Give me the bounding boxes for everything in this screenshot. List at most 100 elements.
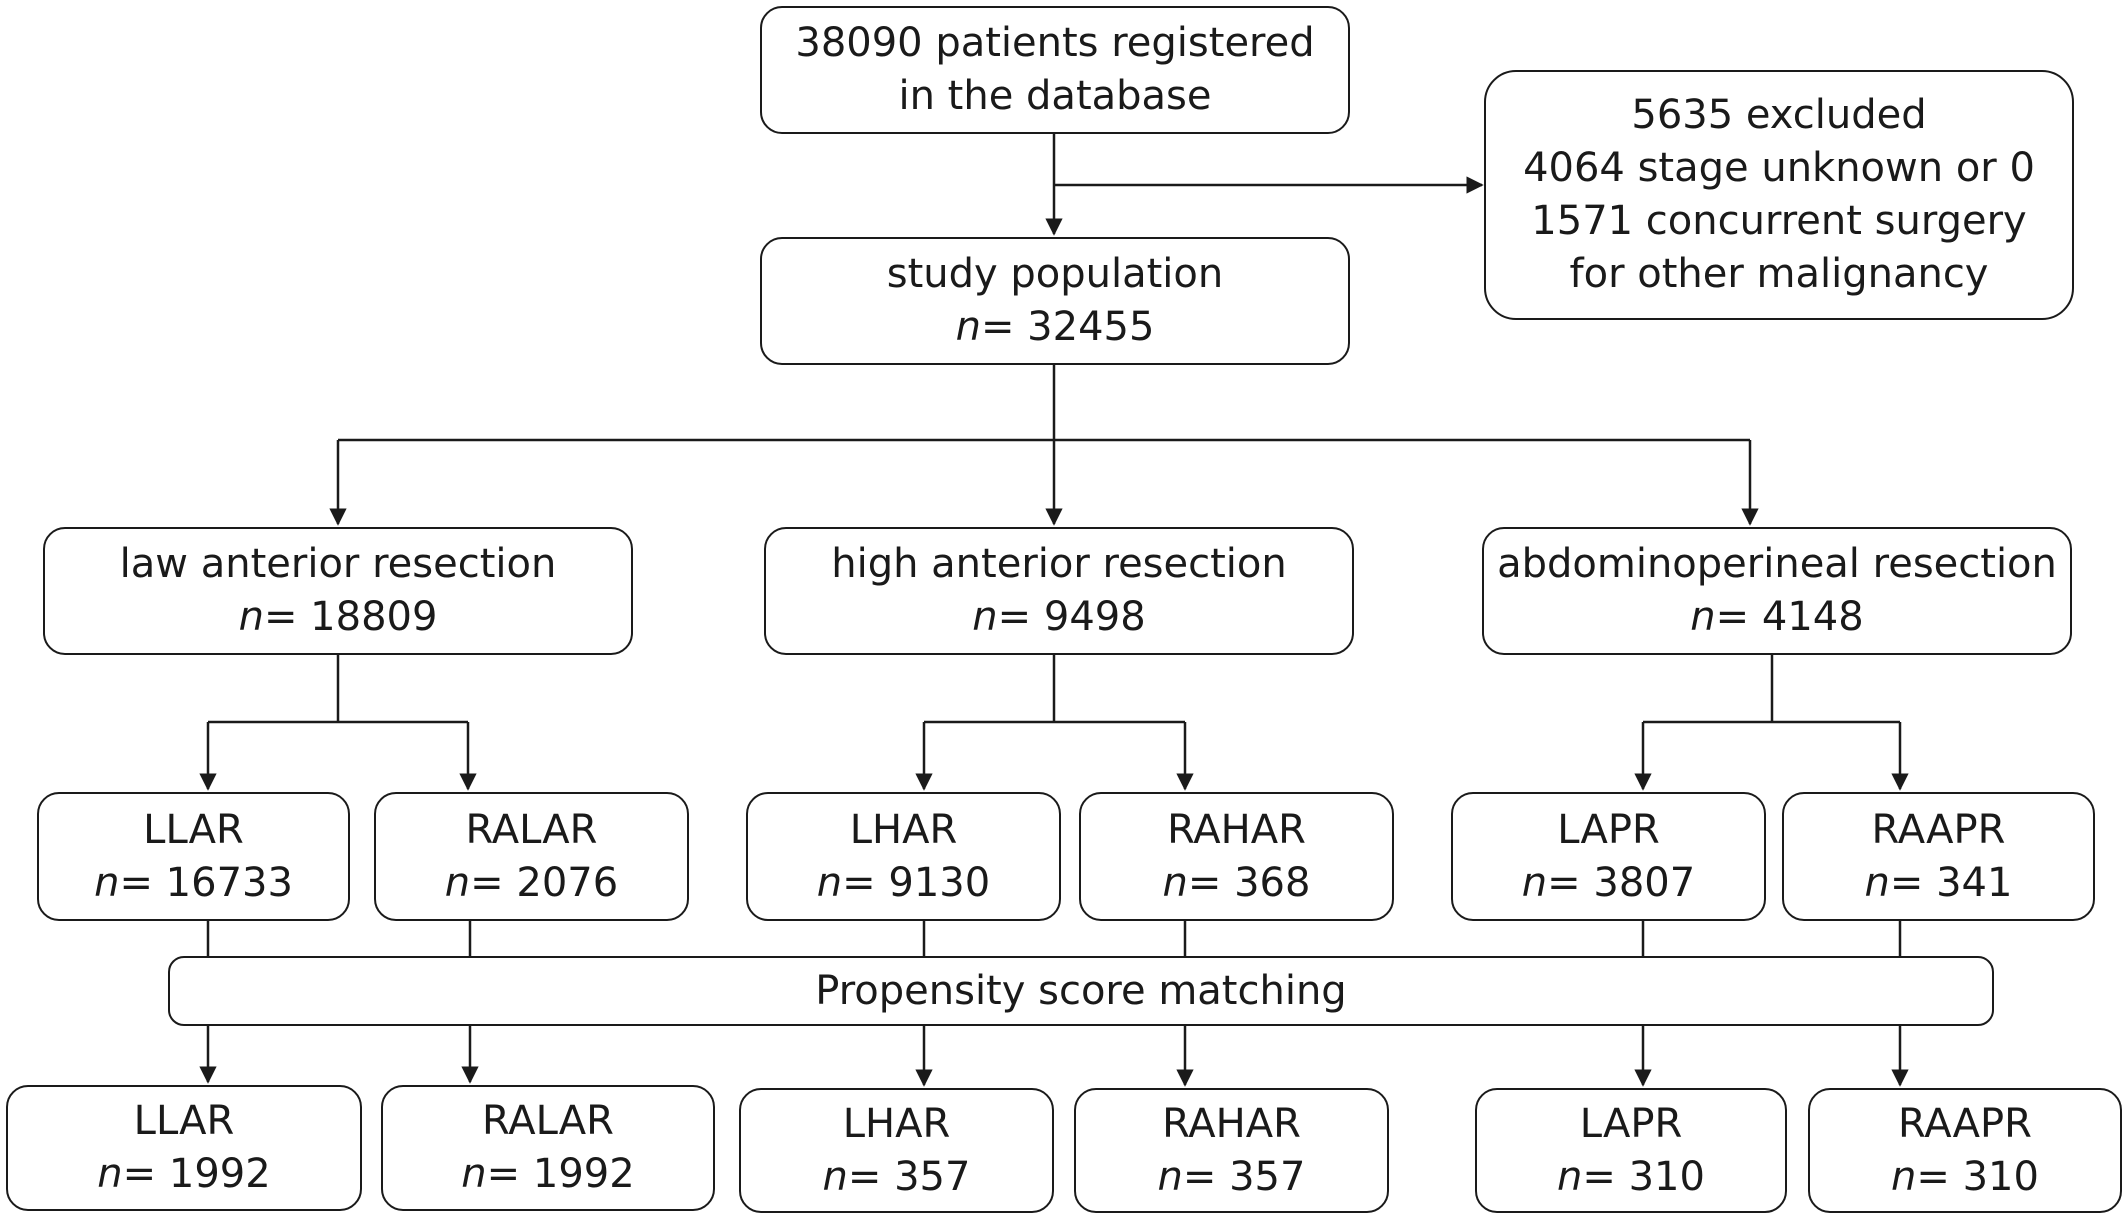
n-value: 9498: [1043, 594, 1146, 640]
n-symbol: n: [97, 1151, 123, 1197]
matched-rahar-label: RAHAR: [1162, 1100, 1301, 1147]
excluded-line4: for other malignancy: [1569, 251, 1989, 297]
ralar-box: RALAR n= 2076: [374, 792, 689, 921]
n-symbol: n: [1521, 859, 1548, 906]
apr-label: abdominoperineal resection: [1497, 541, 2057, 587]
propensity-score-matching-box: Propensity score matching: [168, 956, 1994, 1026]
matched-rahar-box: RAHAR n= 357: [1074, 1088, 1389, 1213]
matched-lhar-n: n= 357: [823, 1151, 971, 1204]
llar-label: LLAR: [143, 806, 244, 853]
matched-lapr-label: LAPR: [1579, 1100, 1683, 1147]
n-equals: =: [997, 594, 1044, 640]
registered-line2: in the database: [898, 73, 1212, 119]
n-symbol: n: [1891, 1153, 1917, 1200]
matched-lhar-box: LHAR n= 357: [739, 1088, 1054, 1213]
apr-n: n= 4148: [1690, 591, 1863, 644]
n-value: 310: [1628, 1153, 1705, 1200]
matched-ralar-box: RALAR n= 1992: [381, 1085, 715, 1211]
matched-lapr-n: n= 310: [1557, 1151, 1705, 1204]
registered-box: 38090 patients registered in the databas…: [760, 6, 1350, 134]
excluded-line3: 1571 concurrent surgery: [1531, 198, 2027, 244]
n-value: 1992: [168, 1151, 271, 1197]
lar-label: law anterior resection: [119, 541, 557, 587]
har-label: high anterior resection: [831, 541, 1287, 587]
n-symbol: n: [461, 1151, 487, 1197]
n-symbol: n: [972, 594, 998, 640]
matched-llar-box: LLAR n= 1992: [6, 1085, 362, 1211]
apr-box: abdominoperineal resection n= 4148: [1482, 527, 2072, 655]
matched-ralar-label: RALAR: [482, 1098, 614, 1144]
excluded-line2: 4064 stage unknown or 0: [1523, 145, 2035, 191]
n-equals: =: [1187, 859, 1235, 906]
n-value: 357: [894, 1153, 971, 1200]
n-value: 32455: [1027, 304, 1155, 350]
n-value: 368: [1234, 859, 1311, 906]
n-equals: =: [847, 1153, 895, 1200]
excluded-box: 5635 excluded 4064 stage unknown or 0 15…: [1484, 70, 2074, 320]
lapr-label: LAPR: [1557, 806, 1660, 853]
matched-lhar-label: LHAR: [842, 1100, 951, 1147]
n-equals: =: [122, 1151, 169, 1197]
n-value: 2076: [516, 859, 619, 906]
n-equals: =: [1916, 1153, 1963, 1200]
matched-lapr-box: LAPR n= 310: [1475, 1088, 1787, 1213]
lar-n: n= 18809: [239, 591, 438, 644]
n-symbol: n: [444, 859, 471, 906]
n-equals: =: [263, 594, 311, 640]
n-symbol: n: [1157, 1153, 1183, 1200]
lhar-label: LHAR: [849, 806, 958, 853]
n-value: 310: [1962, 1153, 2039, 1200]
lapr-n: n= 3807: [1522, 857, 1695, 910]
n-equals: =: [1182, 1153, 1230, 1200]
lapr-box: LAPR n= 3807: [1451, 792, 1766, 921]
registered-line1: 38090 patients registered: [795, 20, 1315, 66]
llar-box: LLAR n= 16733: [37, 792, 350, 921]
ralar-n: n= 2076: [445, 857, 618, 910]
n-value: 1992: [532, 1151, 635, 1197]
n-equals: =: [842, 859, 889, 906]
raapr-n: n= 341: [1865, 857, 2013, 910]
n-symbol: n: [1690, 594, 1716, 640]
n-equals: =: [119, 859, 166, 906]
rahar-n: n= 368: [1163, 857, 1311, 910]
n-equals: =: [1582, 1153, 1629, 1200]
n-value: 4148: [1761, 594, 1864, 640]
matched-raapr-n: n= 310: [1891, 1151, 2039, 1204]
n-symbol: n: [1557, 1153, 1583, 1200]
n-equals: =: [1889, 859, 1937, 906]
raapr-label: RAAPR: [1871, 806, 2006, 853]
n-symbol: n: [94, 859, 120, 906]
n-symbol: n: [955, 304, 981, 350]
n-value: 9130: [888, 859, 991, 906]
n-equals: =: [470, 859, 517, 906]
matched-rahar-n: n= 357: [1158, 1151, 1306, 1204]
lar-box: law anterior resection n= 18809: [43, 527, 633, 655]
n-symbol: n: [816, 859, 843, 906]
n-value: 3807: [1593, 859, 1696, 906]
propensity-score-matching-label: Propensity score matching: [815, 967, 1347, 1014]
n-value: 341: [1936, 859, 2013, 906]
ralar-label: RALAR: [465, 806, 598, 853]
matched-llar-label: LLAR: [133, 1098, 235, 1144]
n-equals: =: [1715, 594, 1762, 640]
n-symbol: n: [238, 594, 264, 640]
study-population-n: n= 32455: [956, 301, 1155, 354]
matched-raapr-label: RAAPR: [1898, 1100, 2032, 1147]
n-symbol: n: [822, 1153, 848, 1200]
n-value: 16733: [165, 859, 293, 906]
n-equals: =: [486, 1151, 533, 1197]
raapr-box: RAAPR n= 341: [1782, 792, 2095, 921]
matched-llar-n: n= 1992: [97, 1148, 270, 1201]
n-equals: =: [980, 304, 1028, 350]
study-population-box: study population n= 32455: [760, 237, 1350, 365]
n-equals: =: [1547, 859, 1594, 906]
excluded-line1: 5635 excluded: [1631, 92, 1927, 138]
rahar-box: RAHAR n= 368: [1079, 792, 1394, 921]
har-box: high anterior resection n= 9498: [764, 527, 1354, 655]
har-n: n= 9498: [972, 591, 1145, 644]
study-population-label: study population: [886, 251, 1224, 297]
n-symbol: n: [1162, 859, 1188, 906]
matched-raapr-box: RAAPR n= 310: [1808, 1088, 2122, 1213]
